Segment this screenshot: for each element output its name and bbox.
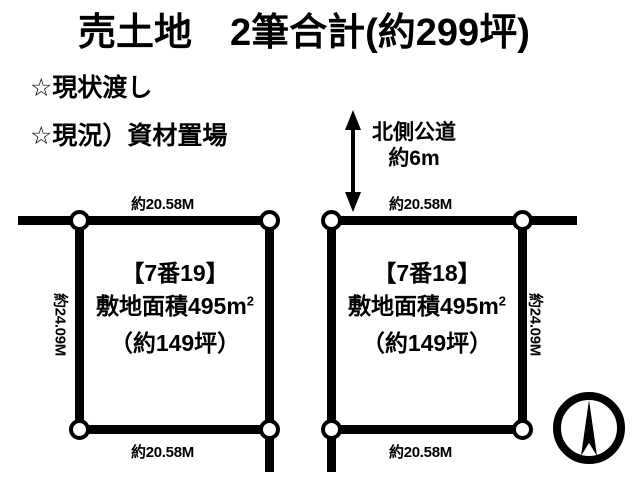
plot-right-area-unit-exponent: 2: [498, 293, 507, 309]
plot-left-left-edge: [75, 216, 84, 434]
plot-right-corner-node-se: [512, 419, 533, 440]
plot-left-top-dimension: 約20.58M: [131, 196, 194, 213]
plot-left-lot-number: 【7番19】: [121, 260, 229, 286]
plot-right-corner-node-nw: [321, 210, 342, 231]
page-title: 売土地 2筆合計(約299坪): [78, 12, 530, 54]
plot-left-bottom-dimension: 約20.58M: [131, 444, 194, 461]
plot-right-side-dimension: 約24.09M: [526, 293, 544, 356]
plot-left-corner-node-se: [259, 419, 280, 440]
plot-left-corner-node-ne: [259, 210, 280, 231]
plot-left-top-road-line: [18, 216, 278, 225]
north-road-label: 北側公道 約6m: [372, 121, 456, 170]
plot-right-lot-number: 【7番18】: [373, 260, 481, 286]
note-item-current-use: ☆現況）資材置場: [30, 122, 228, 150]
plot-left-tsubo: （約149坪）: [109, 330, 241, 356]
north-arrow-compass-icon: [553, 392, 625, 464]
note-item-condition: ☆現状渡し: [30, 74, 153, 102]
plot-right-bottom-edge: [327, 425, 527, 434]
plot-left-corner-node-nw: [69, 210, 90, 231]
plot-right-top-dimension: 約20.58M: [389, 196, 452, 213]
plot-left-side-dimension: 約24.09M: [51, 293, 69, 356]
plot-right-top-road-line: [327, 216, 577, 225]
plot-left-area-unit-exponent: 2: [246, 293, 255, 309]
plot-right-left-edge: [327, 216, 336, 472]
plot-left-corner-node-sw: [69, 419, 90, 440]
plot-left-bottom-edge: [75, 425, 275, 434]
plot-right-area: 敷地面積495m2: [336, 290, 518, 323]
plot-right-area-value: 敷地面積495m: [347, 293, 499, 319]
plot-left-area-value: 敷地面積495m: [95, 293, 247, 319]
plot-left-area: 敷地面積495m2: [84, 290, 266, 323]
plot-right-tsubo: （約149坪）: [361, 330, 493, 356]
plot-right-bottom-dimension: 約20.58M: [389, 444, 452, 461]
plot-right-right-edge: [518, 216, 527, 434]
double-headed-vertical-arrow-icon: [345, 110, 361, 212]
plot-right-corner-node-ne: [512, 210, 533, 231]
plot-left-right-edge: [265, 216, 274, 472]
plot-right-corner-node-sw: [321, 419, 342, 440]
